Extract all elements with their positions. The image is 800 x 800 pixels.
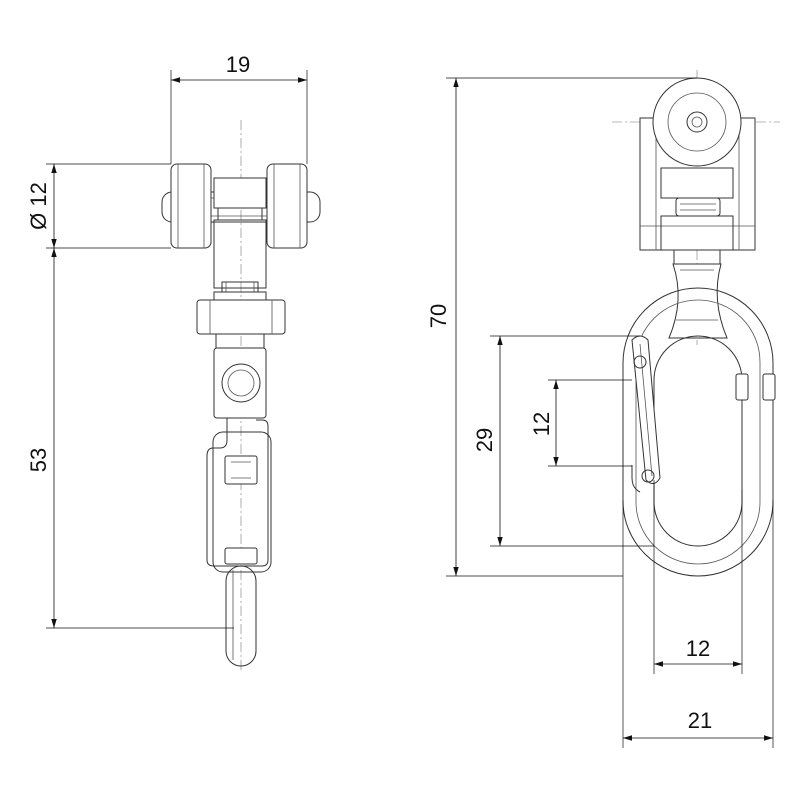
dim-roller-width: 19 <box>170 52 308 164</box>
dim-ring-outer-width: 21 <box>622 500 774 748</box>
front-swivel-block <box>660 167 734 265</box>
dim-overall-height: 70 <box>426 77 697 577</box>
dim-label-ring-inner-height: 29 <box>472 428 497 452</box>
dim-roller-diameter: Ø 12 <box>26 163 171 249</box>
dim-label-gate-opening: 12 <box>529 412 554 436</box>
right-roller-wheel <box>266 163 308 249</box>
dim-label-roller-width: 19 <box>226 52 250 77</box>
swivel-eye <box>213 347 267 419</box>
dim-label-overall-height: 70 <box>426 304 451 328</box>
front-roller-wheel <box>652 77 742 167</box>
front-spool <box>668 263 728 339</box>
carabiner-ring <box>622 287 776 577</box>
carabiner-gate <box>631 335 661 493</box>
dim-label-ring-inner-width: 12 <box>686 636 710 661</box>
dim-ring-inner-height: 29 <box>472 335 654 547</box>
side-view: 19 Ø 12 53 <box>26 52 321 672</box>
dim-gate-opening: 12 <box>529 379 632 467</box>
front-view: 70 29 12 12 21 <box>426 70 780 748</box>
dim-label-ring-outer-width: 21 <box>688 708 712 733</box>
dim-label-roller-diameter: Ø 12 <box>26 182 51 230</box>
swivel-shaft <box>196 177 286 349</box>
dim-label-side-length: 53 <box>26 448 51 472</box>
dim-ring-inner-width: 12 <box>653 480 743 674</box>
left-roller-wheel <box>170 163 212 249</box>
snap-hook-side <box>206 418 272 667</box>
dim-side-length: 53 <box>26 248 234 629</box>
